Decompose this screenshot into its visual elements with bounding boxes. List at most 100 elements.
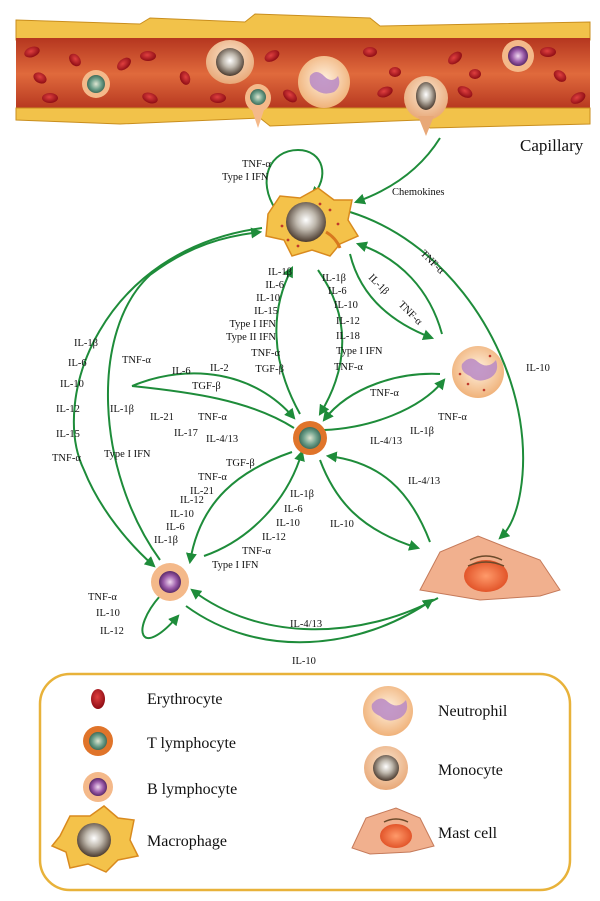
arrow-tcell-to-bcell [185, 451, 293, 565]
t-lymphocyte-icon [83, 726, 113, 756]
label: IL-6 [68, 358, 87, 369]
label: TNF-α [418, 248, 447, 277]
arrow-macro-to-neutro [349, 253, 435, 341]
tcell-to-neutro-labels: TNF-α IL-1β IL-4/13 [370, 412, 467, 447]
tcell-left-top-labels: IL-6 IL-2 TGF-β [172, 363, 229, 392]
arrow-bcell-to-mast [185, 598, 434, 644]
label: TNF-α [88, 592, 117, 603]
arrow-macrophage-self [265, 148, 324, 211]
capillary-label: Capillary [520, 136, 584, 155]
tcell-to-bcell-labels: TGF-β TNF-α IL-21 IL-12 IL-10 IL-6 IL-1β [154, 458, 255, 546]
arrow-bcell-self [141, 595, 180, 639]
label: IL-10 [60, 379, 84, 390]
label: IL-12 [100, 626, 124, 637]
legend-label: Monocyte [438, 762, 503, 779]
label: Type II IFN [226, 332, 276, 343]
label: TNF-α [52, 453, 81, 464]
label: IL-1β [154, 535, 178, 546]
arrow-bcell-to-tcell [203, 449, 305, 557]
legend-label: Neutrophil [438, 703, 508, 720]
capillary-b-lymphocyte [502, 40, 534, 72]
label: TNF-α [334, 362, 363, 373]
label: TGF-β [255, 364, 284, 375]
capillary-t-lymphocyte-migrating [245, 84, 271, 128]
label: Type I IFN [229, 319, 276, 330]
bcell-to-tcell-labels: IL-1β IL-6 IL-10 IL-12 TNF-α Type I IFN [212, 489, 314, 571]
legend-monocyte: Monocyte [364, 746, 503, 790]
bcell-self-labels: TNF-α IL-10 IL-12 [88, 592, 124, 637]
label: IL-6 [284, 504, 303, 515]
legend-label: B lymphocyte [147, 781, 237, 798]
label: IL-10 [96, 608, 120, 619]
t-lymphocyte-cell [293, 421, 327, 455]
label: IL-6 [166, 522, 185, 533]
label: IL-10 [526, 363, 550, 374]
label: TNF-α [242, 546, 271, 557]
label: IL-1β [268, 267, 292, 278]
label: IL-10 [170, 509, 194, 520]
label: IL-10 [330, 519, 354, 530]
label: TNF-α [251, 348, 280, 359]
label: TGF-β [226, 458, 255, 469]
legend-neutrophil: Neutrophil [363, 686, 508, 736]
label: IL-10 [276, 518, 300, 529]
label: Type I IFN [222, 172, 269, 183]
macro-self-labels: TNF-α Type I IFN [222, 159, 271, 183]
label: IL-6 [265, 280, 284, 291]
legend-macrophage: Macrophage [50, 805, 227, 873]
capillary-monocyte-1 [206, 40, 254, 84]
arrow-neutro-to-macro [355, 241, 443, 335]
arrow-macro-to-bcell-outer [72, 227, 263, 568]
label: IL-4/13 [408, 476, 440, 487]
arrow-mast-to-tcell [325, 451, 431, 543]
label: TNF-α [242, 159, 271, 170]
label: Type I IFN [212, 560, 259, 571]
label: IL-12 [262, 532, 286, 543]
legend-label: Macrophage [147, 833, 227, 850]
label: IL-15 [254, 306, 278, 317]
label: TNF-α [396, 299, 425, 328]
label: IL-6 [328, 286, 347, 297]
legend-erythrocyte: Erythrocyte [91, 689, 223, 709]
label: TNF-α [198, 472, 227, 483]
label: Type I IFN [104, 449, 151, 460]
label: IL-1β [74, 338, 98, 349]
label: IL-10 [334, 300, 358, 311]
arrow-bcell-to-macro-inner [106, 227, 263, 561]
monocyte-icon [364, 746, 408, 790]
legend-label: Mast cell [438, 825, 498, 842]
b-lymphocyte-icon [83, 772, 113, 802]
label: Type I IFN [336, 346, 383, 357]
label: IL-4/13 [206, 434, 238, 445]
label: IL-10 [256, 293, 280, 304]
legend-label: T lymphocyte [147, 735, 236, 752]
capillary-neutrophil [298, 56, 350, 108]
capillary-t-lymphocyte [82, 70, 110, 98]
label: IL-1β [290, 489, 314, 500]
chemokines-label: Chemokines [392, 187, 445, 198]
arrow-macro-to-mast [349, 211, 525, 540]
arrow-mast-to-bcell [190, 588, 439, 631]
label: IL-4/13 [370, 436, 402, 447]
neutrophil-cell [452, 346, 504, 398]
erythrocyte-icon [91, 689, 105, 709]
legend-b-lymphocyte: B lymphocyte [83, 772, 237, 802]
mast-cell-icon [351, 807, 435, 855]
label: IL-6 [172, 366, 191, 377]
arrow-tcell-to-mast [319, 459, 421, 551]
label: TNF-α [122, 355, 151, 366]
label: TNF-α [370, 388, 399, 399]
label: IL-18 [336, 331, 360, 342]
label: IL-21 [190, 486, 214, 497]
legend-mast-cell: Mast cell [351, 807, 498, 855]
label: IL-1β [410, 426, 434, 437]
arrow-tcell-left-top [131, 372, 296, 420]
label: TNF-α [438, 412, 467, 423]
arrow-chemokines [353, 137, 441, 205]
label: IL-12 [336, 316, 360, 327]
b-lymphocyte-cell [151, 563, 189, 601]
tcell-to-macro-labels: IL-1β IL-6 IL-10 IL-15 Type I IFN Type I… [226, 267, 292, 375]
label: IL-12 [180, 495, 204, 506]
arrow-neutro-to-tcell [322, 372, 441, 422]
capillary-monocyte-2 [404, 76, 448, 136]
